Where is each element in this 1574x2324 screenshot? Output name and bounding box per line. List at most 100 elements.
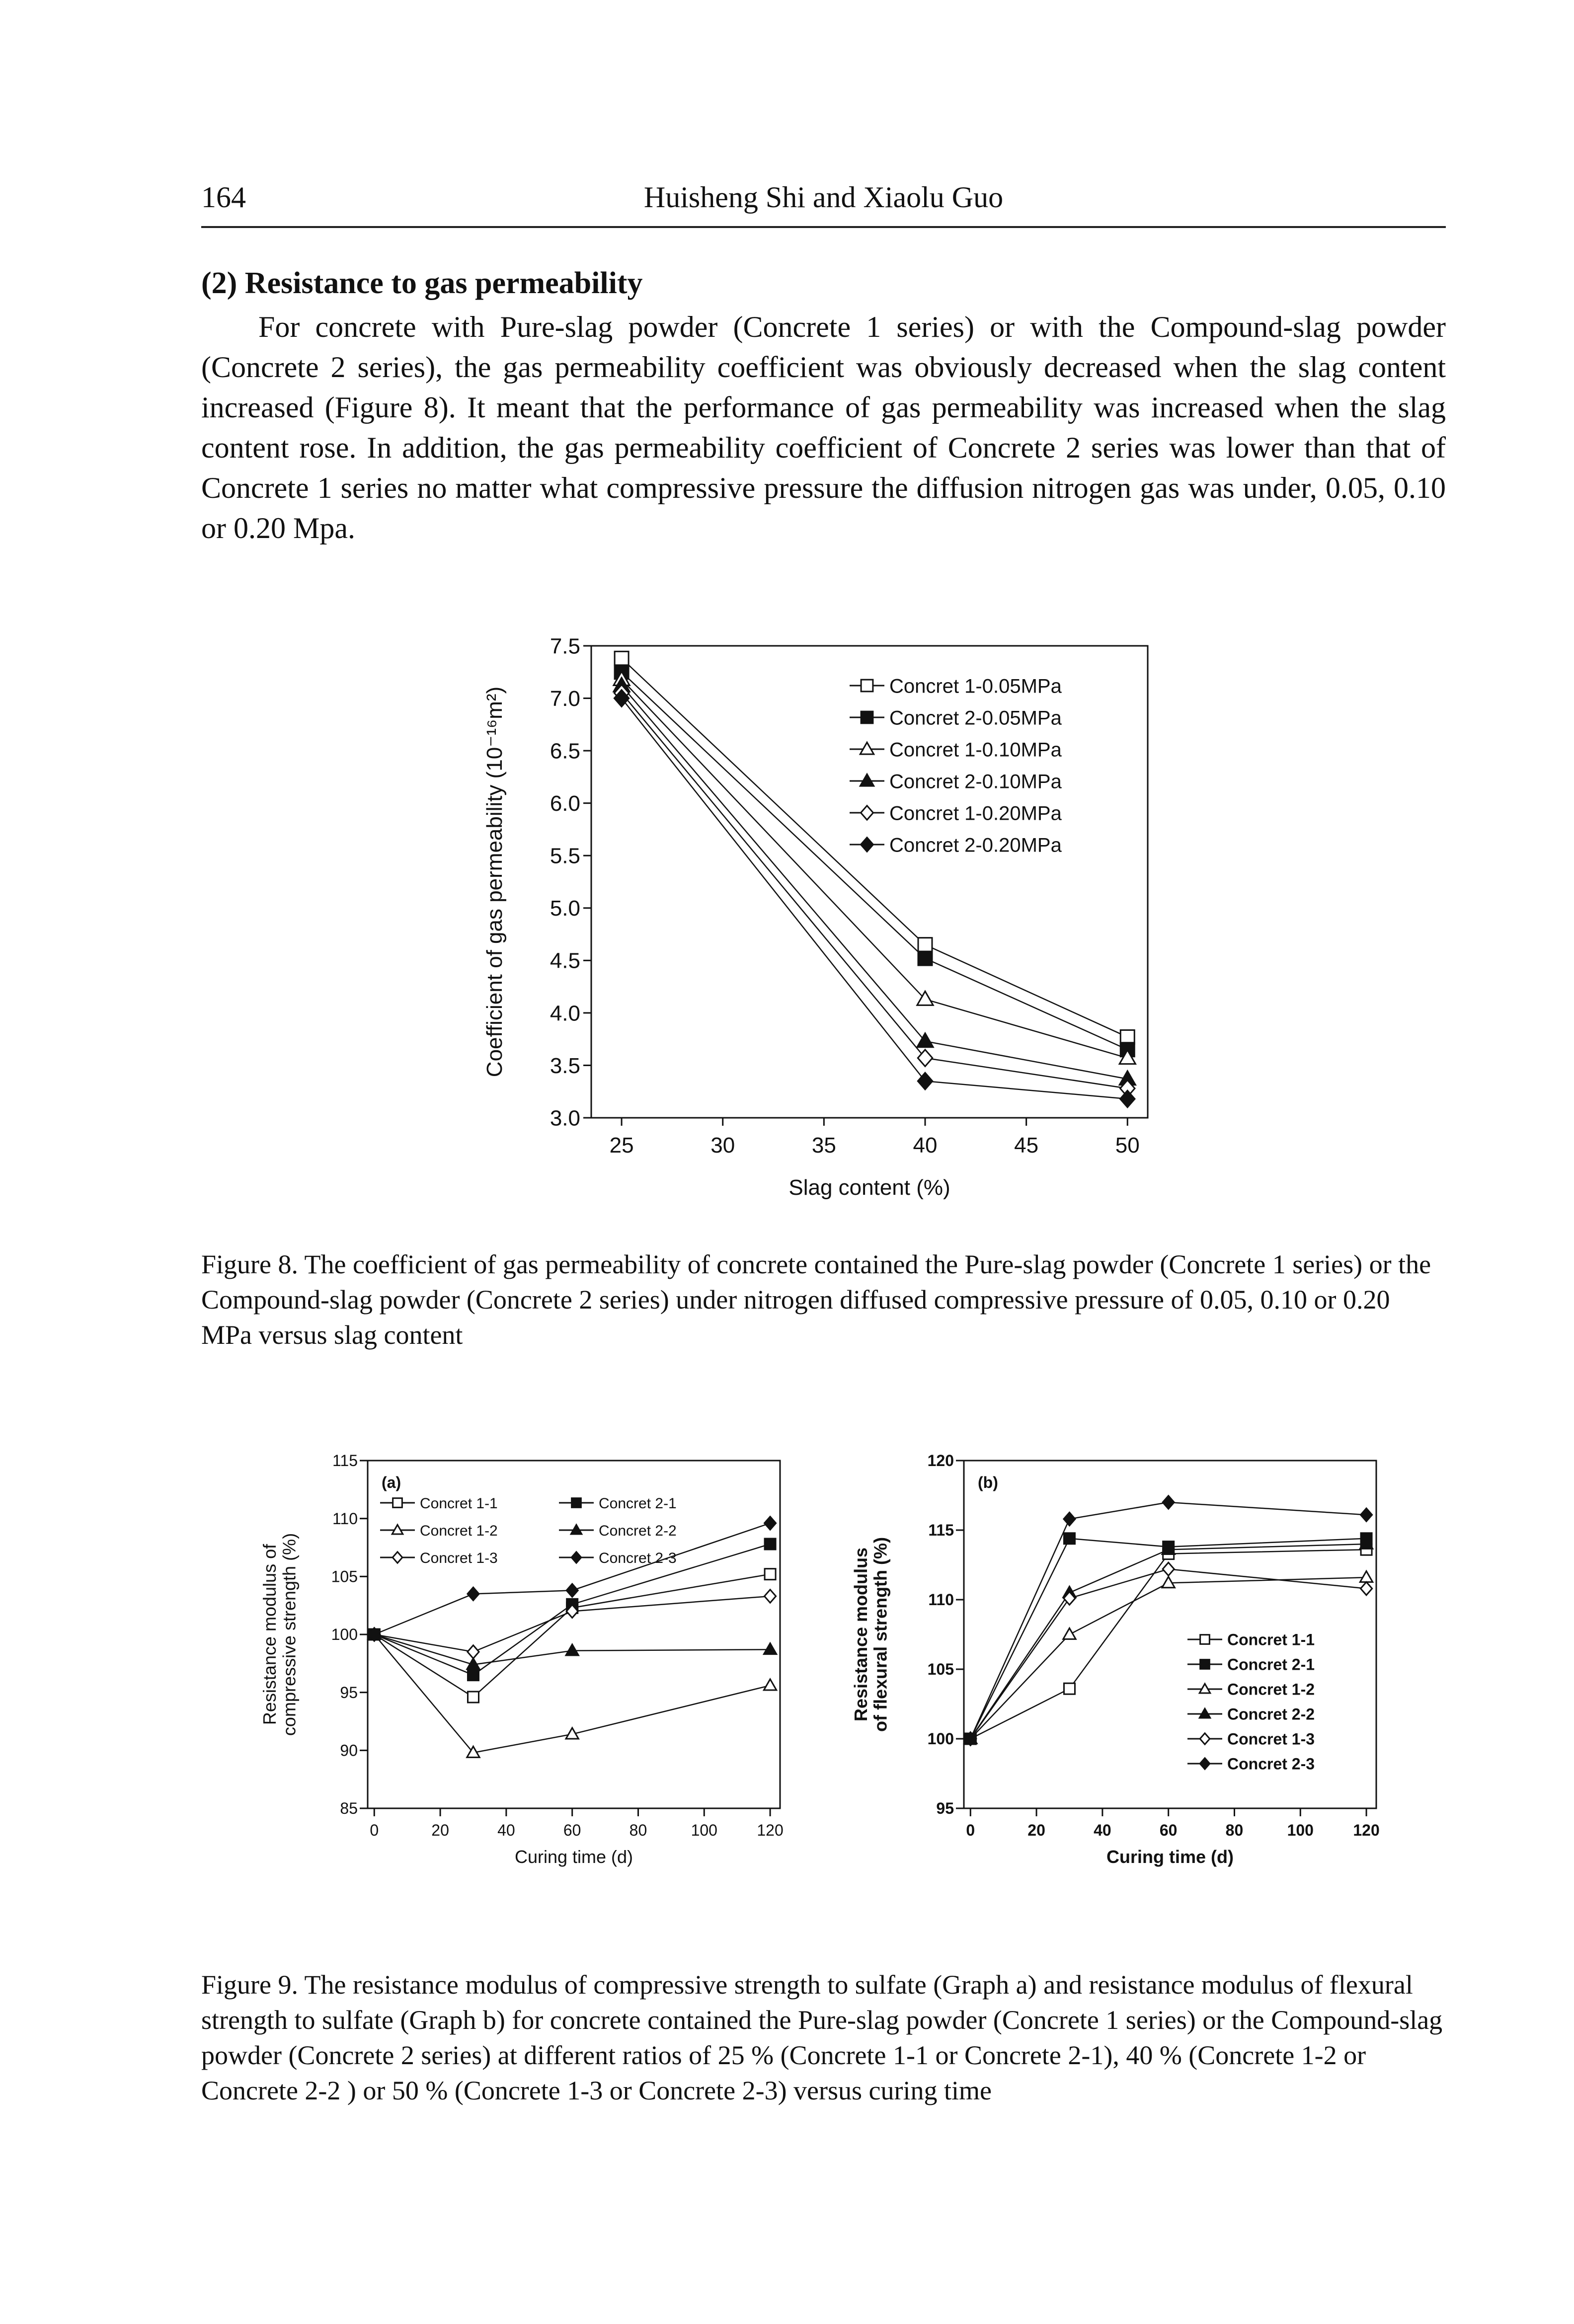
legend-marker xyxy=(859,773,875,787)
x-tick-label: 25 xyxy=(610,1133,634,1158)
y-axis-label: Coefficient of gas permeability (10⁻¹⁶m²… xyxy=(482,687,507,1077)
data-point xyxy=(1161,1575,1176,1589)
data-point xyxy=(764,1538,777,1550)
body-paragraph: For concrete with Pure-slag powder (Conc… xyxy=(201,310,1446,544)
data-point xyxy=(764,1568,777,1581)
data-point xyxy=(762,1641,778,1655)
x-tick-label: 35 xyxy=(812,1133,836,1158)
panel-label: (b) xyxy=(978,1473,998,1491)
legend-label: Concret 2-3 xyxy=(599,1550,677,1566)
legend-label: Concret 1-1 xyxy=(420,1495,498,1512)
data-point xyxy=(1162,1561,1176,1577)
legend-marker xyxy=(860,710,874,724)
legend-label: Concret 1-0.10MPa xyxy=(889,739,1062,761)
x-axis-label: Slag content (%) xyxy=(788,1175,950,1200)
legend-marker xyxy=(859,741,875,755)
legend-marker xyxy=(391,1523,404,1535)
data-point xyxy=(467,1691,479,1704)
data-point xyxy=(565,1582,579,1598)
legend-label: Concret 1-3 xyxy=(1227,1730,1315,1748)
data-point xyxy=(963,1731,977,1747)
data-point xyxy=(1358,1536,1374,1549)
x-tick-label: 60 xyxy=(1160,1821,1178,1839)
data-point xyxy=(1063,1532,1076,1545)
panel-label: (a) xyxy=(382,1473,401,1491)
data-point xyxy=(1161,1542,1176,1555)
legend-marker xyxy=(571,1497,582,1508)
x-tick-label: 0 xyxy=(370,1821,379,1839)
y-tick-label: 90 xyxy=(340,1742,358,1760)
y-tick-label: 85 xyxy=(340,1799,358,1817)
x-tick-label: 0 xyxy=(966,1821,975,1839)
legend-label: Concret 1-2 xyxy=(1227,1681,1315,1699)
legend-marker xyxy=(392,1550,403,1564)
x-axis-label: Curing time (d) xyxy=(515,1847,633,1867)
data-point xyxy=(1063,1682,1076,1695)
data-point xyxy=(1162,1494,1176,1510)
y-tick-label: 5.0 xyxy=(550,896,580,921)
page-header: 164 Huisheng Shi and Xiaolu Guo xyxy=(201,171,1446,226)
y-tick-label: 110 xyxy=(928,1591,954,1609)
x-tick-label: 120 xyxy=(757,1821,783,1839)
legend-marker xyxy=(860,804,874,821)
series-line xyxy=(374,1633,771,1665)
legend-label: Concret 1-3 xyxy=(420,1550,498,1566)
y-tick-label: 100 xyxy=(928,1730,954,1748)
series-line xyxy=(970,1538,1367,1739)
series-line xyxy=(374,1634,771,1754)
y-tick-label: 7.0 xyxy=(550,687,580,711)
y-tick-label: 3.0 xyxy=(550,1106,580,1130)
legend-marker xyxy=(569,1523,583,1535)
data-point xyxy=(614,650,630,666)
data-point xyxy=(564,1643,580,1656)
x-tick-label: 40 xyxy=(1094,1821,1111,1839)
y-tick-label: 100 xyxy=(331,1626,358,1643)
legend-marker xyxy=(1199,1634,1210,1645)
legend-label: Concret 2-0.10MPa xyxy=(889,771,1062,792)
x-tick-label: 40 xyxy=(913,1133,938,1158)
legend-marker xyxy=(1199,1732,1211,1746)
y-tick-label: 115 xyxy=(928,1521,954,1539)
legend-label: Concret 2-1 xyxy=(599,1495,677,1512)
page-number: 164 xyxy=(201,181,246,214)
legend-marker xyxy=(860,679,874,693)
legend-marker xyxy=(1199,1757,1211,1771)
y-tick-label: 5.5 xyxy=(550,844,580,868)
legend-label: Concret 2-1 xyxy=(1227,1656,1315,1674)
running-title: Huisheng Shi and Xiaolu Guo xyxy=(643,181,1004,214)
data-point xyxy=(917,950,933,966)
y-axis-label: of flexural strength (%) xyxy=(870,1537,891,1732)
header-rule xyxy=(201,226,1446,228)
legend-label: Concret 1-2 xyxy=(420,1523,498,1539)
series-line xyxy=(970,1549,1367,1740)
series-line xyxy=(970,1543,1367,1739)
data-point xyxy=(1062,1511,1077,1527)
series-line xyxy=(374,1522,771,1635)
y-tick-label: 95 xyxy=(340,1684,358,1702)
y-tick-label: 7.5 xyxy=(550,634,580,658)
series-line xyxy=(970,1501,1367,1739)
plot-frame xyxy=(367,1460,781,1809)
y-tick-label: 6.0 xyxy=(550,791,580,816)
x-tick-label: 50 xyxy=(1115,1133,1140,1158)
x-axis-label: Curing time (d) xyxy=(1106,1847,1234,1867)
data-point xyxy=(762,1678,778,1691)
data-point xyxy=(1359,1507,1373,1523)
series-line xyxy=(374,1573,771,1698)
data-point xyxy=(916,1031,935,1048)
legend-marker xyxy=(570,1550,582,1564)
y-tick-label: 115 xyxy=(332,1452,358,1470)
legend-label: Concret 1-1 xyxy=(1227,1631,1315,1649)
plot-frame xyxy=(963,1460,1377,1809)
x-tick-label: 40 xyxy=(497,1821,515,1839)
x-tick-label: 100 xyxy=(1287,1821,1314,1839)
data-point xyxy=(466,1657,481,1670)
data-point xyxy=(613,689,630,708)
y-tick-label: 105 xyxy=(928,1660,954,1678)
data-point xyxy=(1118,1048,1137,1065)
plot-frame xyxy=(590,645,1149,1119)
